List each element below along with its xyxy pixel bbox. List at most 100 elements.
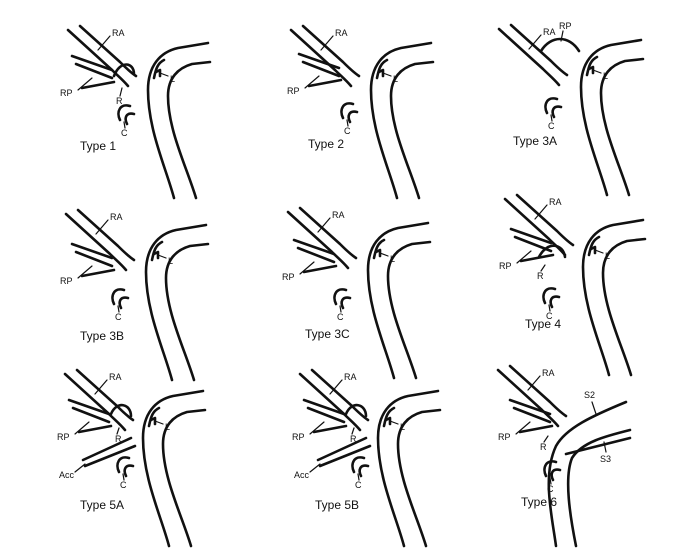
ra-vessel-outer [64,212,128,272]
label-c: C [344,126,351,136]
label-c: C [120,480,127,490]
main-trunk-inner [601,237,647,377]
label-rp: RP [498,432,511,442]
label-l: L [165,422,170,432]
label-c: C [115,312,122,322]
leader-ra [528,34,542,50]
leader-r [116,427,120,435]
c-branch-outer [543,460,558,478]
left-branch-notch [377,68,385,78]
main-trunk-inner [161,408,207,548]
label-acc: Acc [59,470,75,480]
left-branch-top [152,58,166,80]
c-branch-inner [118,296,130,310]
leader-c [122,473,125,481]
left-branch-notch [374,248,382,258]
label-l: L [400,422,405,432]
c-branch-outer [544,97,559,115]
acc-vessel-outer [316,436,368,462]
c-branch-outer [542,287,557,305]
c-branch-outer [117,104,132,122]
leader-l [389,420,399,425]
leader-acc [74,463,86,473]
ra-vessel-outer [497,27,561,87]
label-s3: S3 [600,454,611,464]
acc-vessel-outer [81,436,133,462]
label-r: R [537,271,544,281]
leader-rp [560,30,564,42]
rp-vessel-a [67,398,111,416]
label-r: R [115,434,122,444]
label-l: L [390,254,395,264]
s3-branch [564,436,632,456]
label-l: L [605,251,610,261]
leader-rp [515,421,531,435]
label-ra: RA [335,28,348,38]
label-r: R [350,434,357,444]
label-ra: RA [344,372,357,382]
c-branch-inner [550,468,562,482]
main-trunk-outer [146,41,210,200]
rp-vessel-b [306,406,346,424]
leader-rp [304,75,320,89]
label-r: R [540,442,547,452]
leader-rp [77,265,93,279]
label-c: C [546,311,553,321]
leader-l [379,252,389,257]
rp-vessel-b [74,250,114,268]
label-acc: Acc [294,470,310,480]
leader-r [543,435,549,443]
label-l: L [603,71,608,81]
leader-ra [329,379,343,395]
label-ra: RA [109,372,122,382]
rp-vessel-c [302,264,338,274]
ra-vessel-inner [76,208,136,262]
rp-vessel-a [292,238,336,256]
ra-vessel-outer [289,28,353,88]
ra-vessel-inner [298,206,358,260]
label-c: C [547,484,554,494]
label-r: R [116,96,123,106]
main-trunk-outer [141,389,205,548]
main-trunk-inner [386,240,432,380]
ra-vessel-inner [515,193,575,247]
label-rp: RP [282,272,295,282]
c-branch-outer [340,102,355,120]
left-branch-top [372,238,386,260]
panel-title: Type 2 [308,137,344,151]
c-branch-inner [124,112,136,126]
leader-c [549,477,552,485]
r-loop [344,403,368,418]
ra-vessel-inner [301,24,361,78]
left-branch-notch [589,245,597,255]
main-trunk-inner [389,60,435,200]
main-trunk-outer [581,218,645,377]
main-trunk-outer [366,221,430,380]
label-c: C [548,121,555,131]
leader-rp [309,421,325,435]
label-rp: RP [60,276,73,286]
rp-arch [539,37,581,53]
leader-r [351,427,355,435]
label-ra: RA [542,368,555,378]
label-ra: RA [112,28,125,38]
label-rp: RP [499,261,512,271]
left-branch-notch [152,250,160,260]
main-trunk-outer [547,400,628,548]
rp-vessel-a [302,398,346,416]
rp-vessel-b [296,246,336,264]
rp-vessel-c [307,78,343,88]
leader-l [154,420,164,425]
label-ra: RA [332,210,345,220]
ra-vessel-outer [496,368,560,428]
label-l: L [170,74,175,84]
leader-l [594,249,604,254]
c-branch-inner [340,296,352,310]
rp-vessel-c [312,424,348,434]
label-ra: RA [110,212,123,222]
